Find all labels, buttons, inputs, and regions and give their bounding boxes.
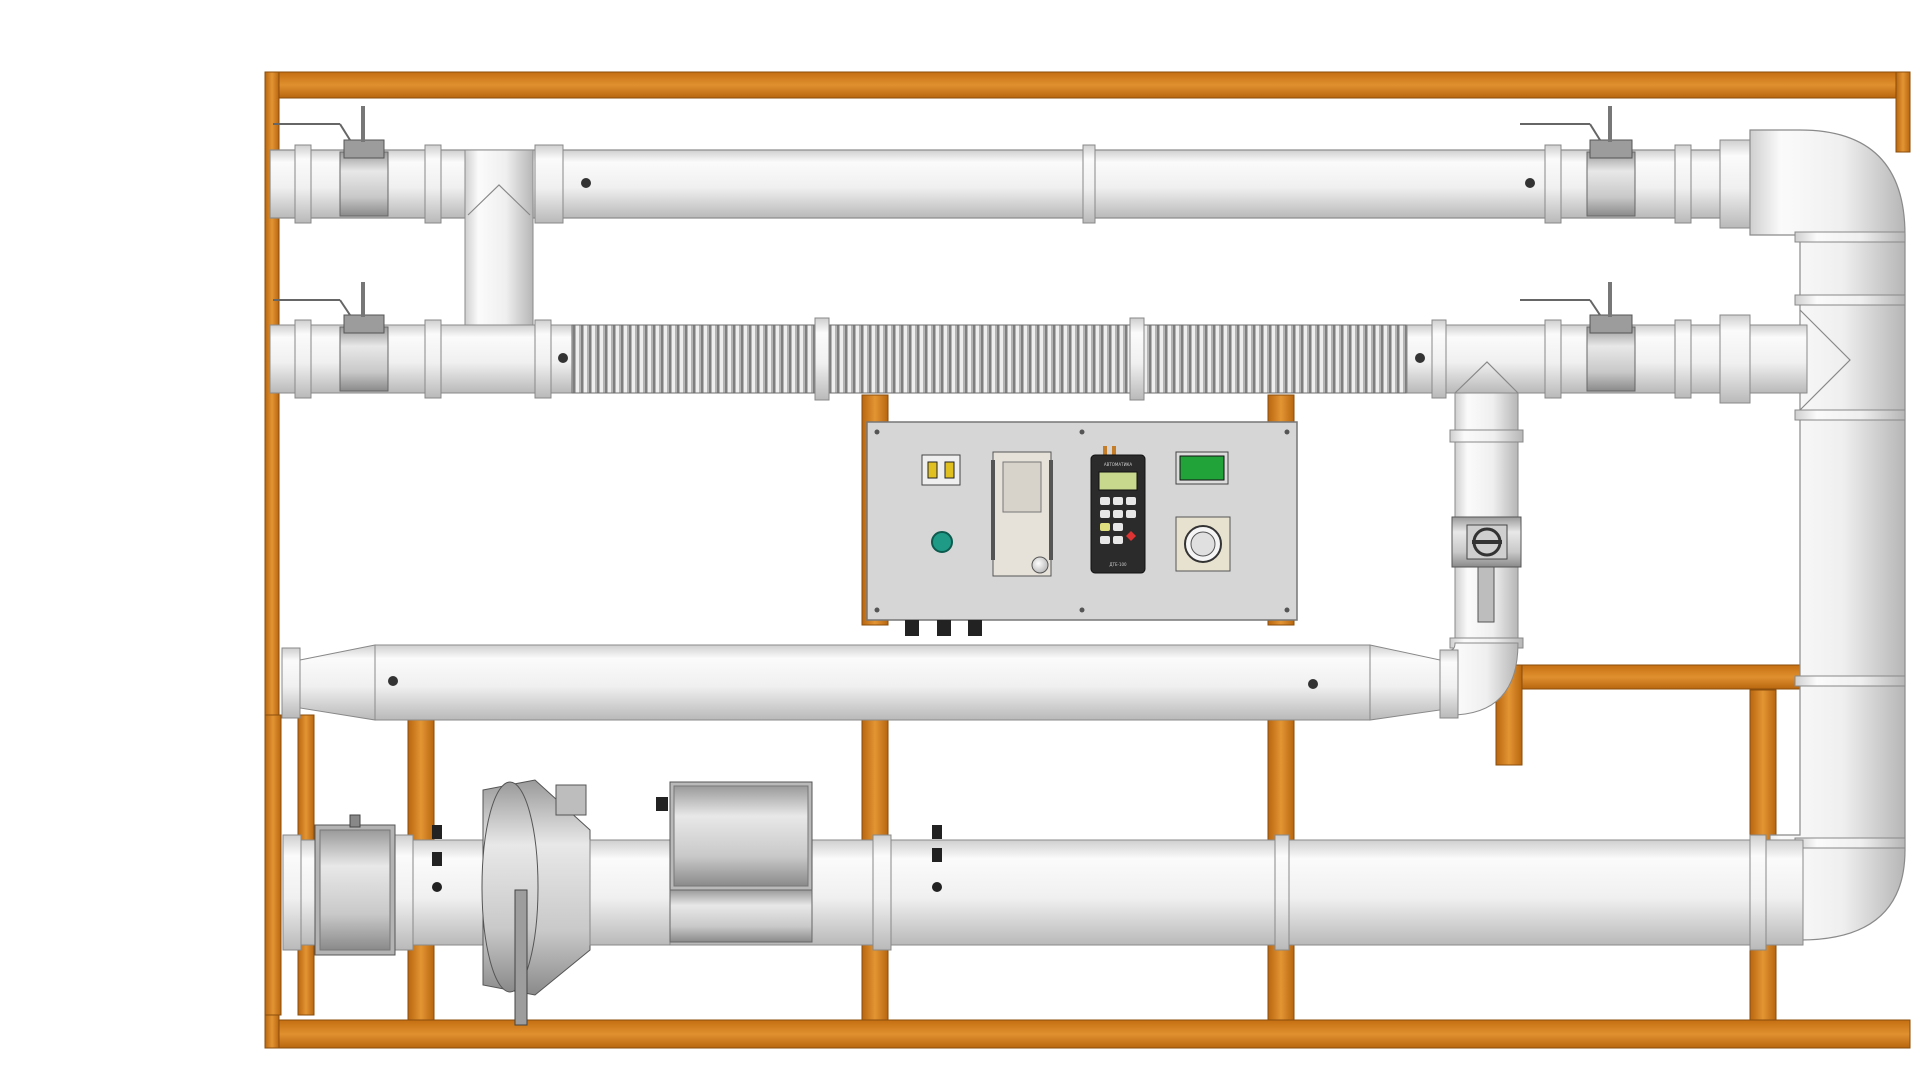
- upper-left-valve: [273, 106, 389, 217]
- handheld-controller: АВТОМАТИКА ДТЕ-100: [1090, 446, 1146, 574]
- right-drop-duct: [1439, 392, 1524, 716]
- heater: [656, 781, 813, 943]
- middle-left-valve: [273, 282, 389, 392]
- filter-box: [314, 814, 396, 956]
- cable-glands: [905, 620, 982, 636]
- right-riser: [1749, 129, 1906, 941]
- controller-brand: АВТОМАТИКА: [1104, 462, 1133, 467]
- controller-screen: [1098, 471, 1138, 491]
- upper-right-valve: [1520, 106, 1636, 217]
- rotary-switch[interactable]: [1175, 516, 1231, 572]
- damper: [1451, 516, 1522, 623]
- rect-duct: [281, 644, 1459, 721]
- frequency-drive: [991, 451, 1053, 577]
- digital-display: [1175, 451, 1229, 485]
- circuit-breaker[interactable]: [921, 454, 961, 486]
- controller-model: ДТЕ-100: [1109, 562, 1127, 567]
- control-panel: АВТОМАТИКА ДТЕ-100: [866, 421, 1298, 636]
- indicator-lamp: [931, 531, 953, 553]
- middle-flex-duct: [269, 282, 1808, 404]
- controller-keypad[interactable]: [1100, 497, 1136, 544]
- middle-right-valve: [1520, 282, 1636, 392]
- fan: [481, 779, 671, 1026]
